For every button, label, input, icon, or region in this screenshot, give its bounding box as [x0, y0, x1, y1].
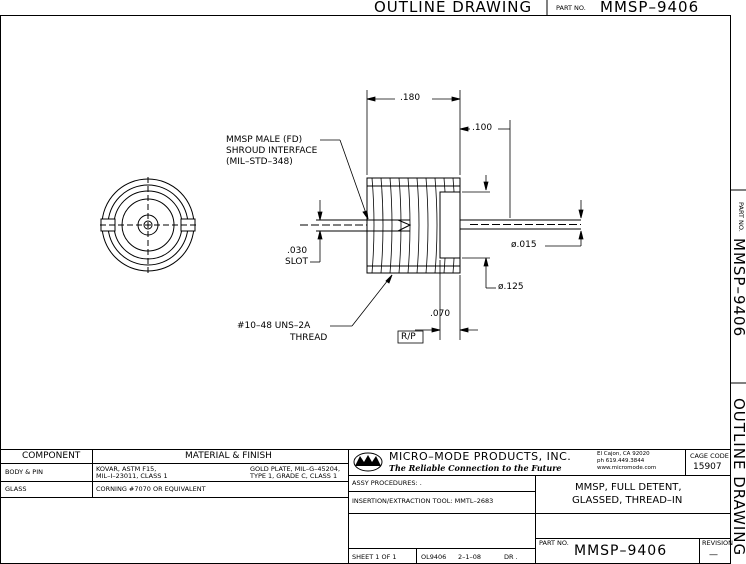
- side-title: OUTLINE DRAWING: [730, 398, 746, 557]
- company-phone: ph 619.449.3844: [597, 458, 645, 464]
- side-part-no: MMSP–9406: [730, 238, 746, 338]
- dim-030: .030: [287, 246, 308, 256]
- side-part-no-label: PART NO.: [737, 202, 745, 232]
- company-logo: [353, 452, 383, 472]
- sheet-number: SHEET 1 OF 1: [352, 553, 397, 561]
- end-view: [100, 177, 196, 273]
- company-web: www.micromode.com: [597, 465, 657, 471]
- dim-070: .070: [430, 309, 451, 319]
- assy-procedures: ASSY PROCEDURES: .: [352, 479, 422, 487]
- row-1-material-right-1: GOLD PLATE, MIL–G–45204,: [250, 465, 341, 473]
- company-tagline: The Reliable Connection to the Future: [389, 463, 562, 473]
- side-view: [300, 177, 581, 274]
- part-no: MMSP–9406: [574, 543, 668, 559]
- row-1-material-left-2: MIL–I–23011, CLASS 1: [96, 472, 168, 480]
- company-name: MICRO–MODE PRODUCTS, INC.: [389, 450, 572, 463]
- rp-box: [397, 330, 424, 344]
- company-city: El Cajon, CA 92020: [597, 451, 650, 457]
- revision-label: REVISION: [702, 539, 734, 547]
- cage-code-label: CAGE CODE: [690, 452, 729, 460]
- row-1-material-right-2: TYPE 1, GRADE C, CLASS 1: [250, 472, 338, 480]
- thread-line-1: #10–48 UNS–2A: [237, 321, 311, 331]
- dim-015: ø.015: [511, 240, 537, 250]
- rp-label: R/P: [401, 332, 416, 342]
- dim-100: .100: [472, 123, 493, 133]
- drawing-date: 2–1–08: [458, 553, 482, 561]
- material-header: MATERIAL & FINISH: [185, 451, 272, 461]
- header-part-no-label: PART NO.: [556, 4, 586, 12]
- dimension-lines: [310, 90, 584, 344]
- revision-value: —: [709, 550, 718, 560]
- callout-line-3: (MIL–STD–348): [226, 157, 293, 167]
- row-2-component: GLASS: [5, 485, 27, 493]
- row-1-component: BODY & PIN: [5, 468, 43, 476]
- callout-line-2: SHROUD INTERFACE: [226, 146, 318, 156]
- dim-125: ø.125: [498, 282, 524, 292]
- header-part-no: MMSP–9406: [600, 0, 700, 16]
- callout-line-1: MMSP MALE (FD): [226, 135, 303, 145]
- description-line-2: GLASSED, THREAD–IN: [572, 495, 683, 506]
- drawing-number: OL9406: [421, 553, 447, 561]
- slot-label: SLOT: [285, 257, 308, 267]
- drawn-by: DR .: [504, 553, 518, 561]
- description-line-1: MMSP, FULL DETENT,: [575, 482, 682, 493]
- dim-180: .180: [400, 93, 421, 103]
- component-header: COMPONENT: [22, 451, 81, 461]
- part-no-label: PART NO.: [539, 539, 569, 547]
- row-2-material-left-1: CORNING #7070 OR EQUIVALENT: [96, 485, 206, 493]
- insertion-tool: INSERTION/EXTRACTION TOOL: MMTL–2683: [352, 497, 494, 505]
- thread-line-2: THREAD: [290, 333, 328, 343]
- cage-code: 15907: [693, 462, 722, 472]
- row-1-material-left-1: KOVAR, ASTM F15,: [96, 465, 157, 473]
- header-title: OUTLINE DRAWING: [374, 0, 533, 16]
